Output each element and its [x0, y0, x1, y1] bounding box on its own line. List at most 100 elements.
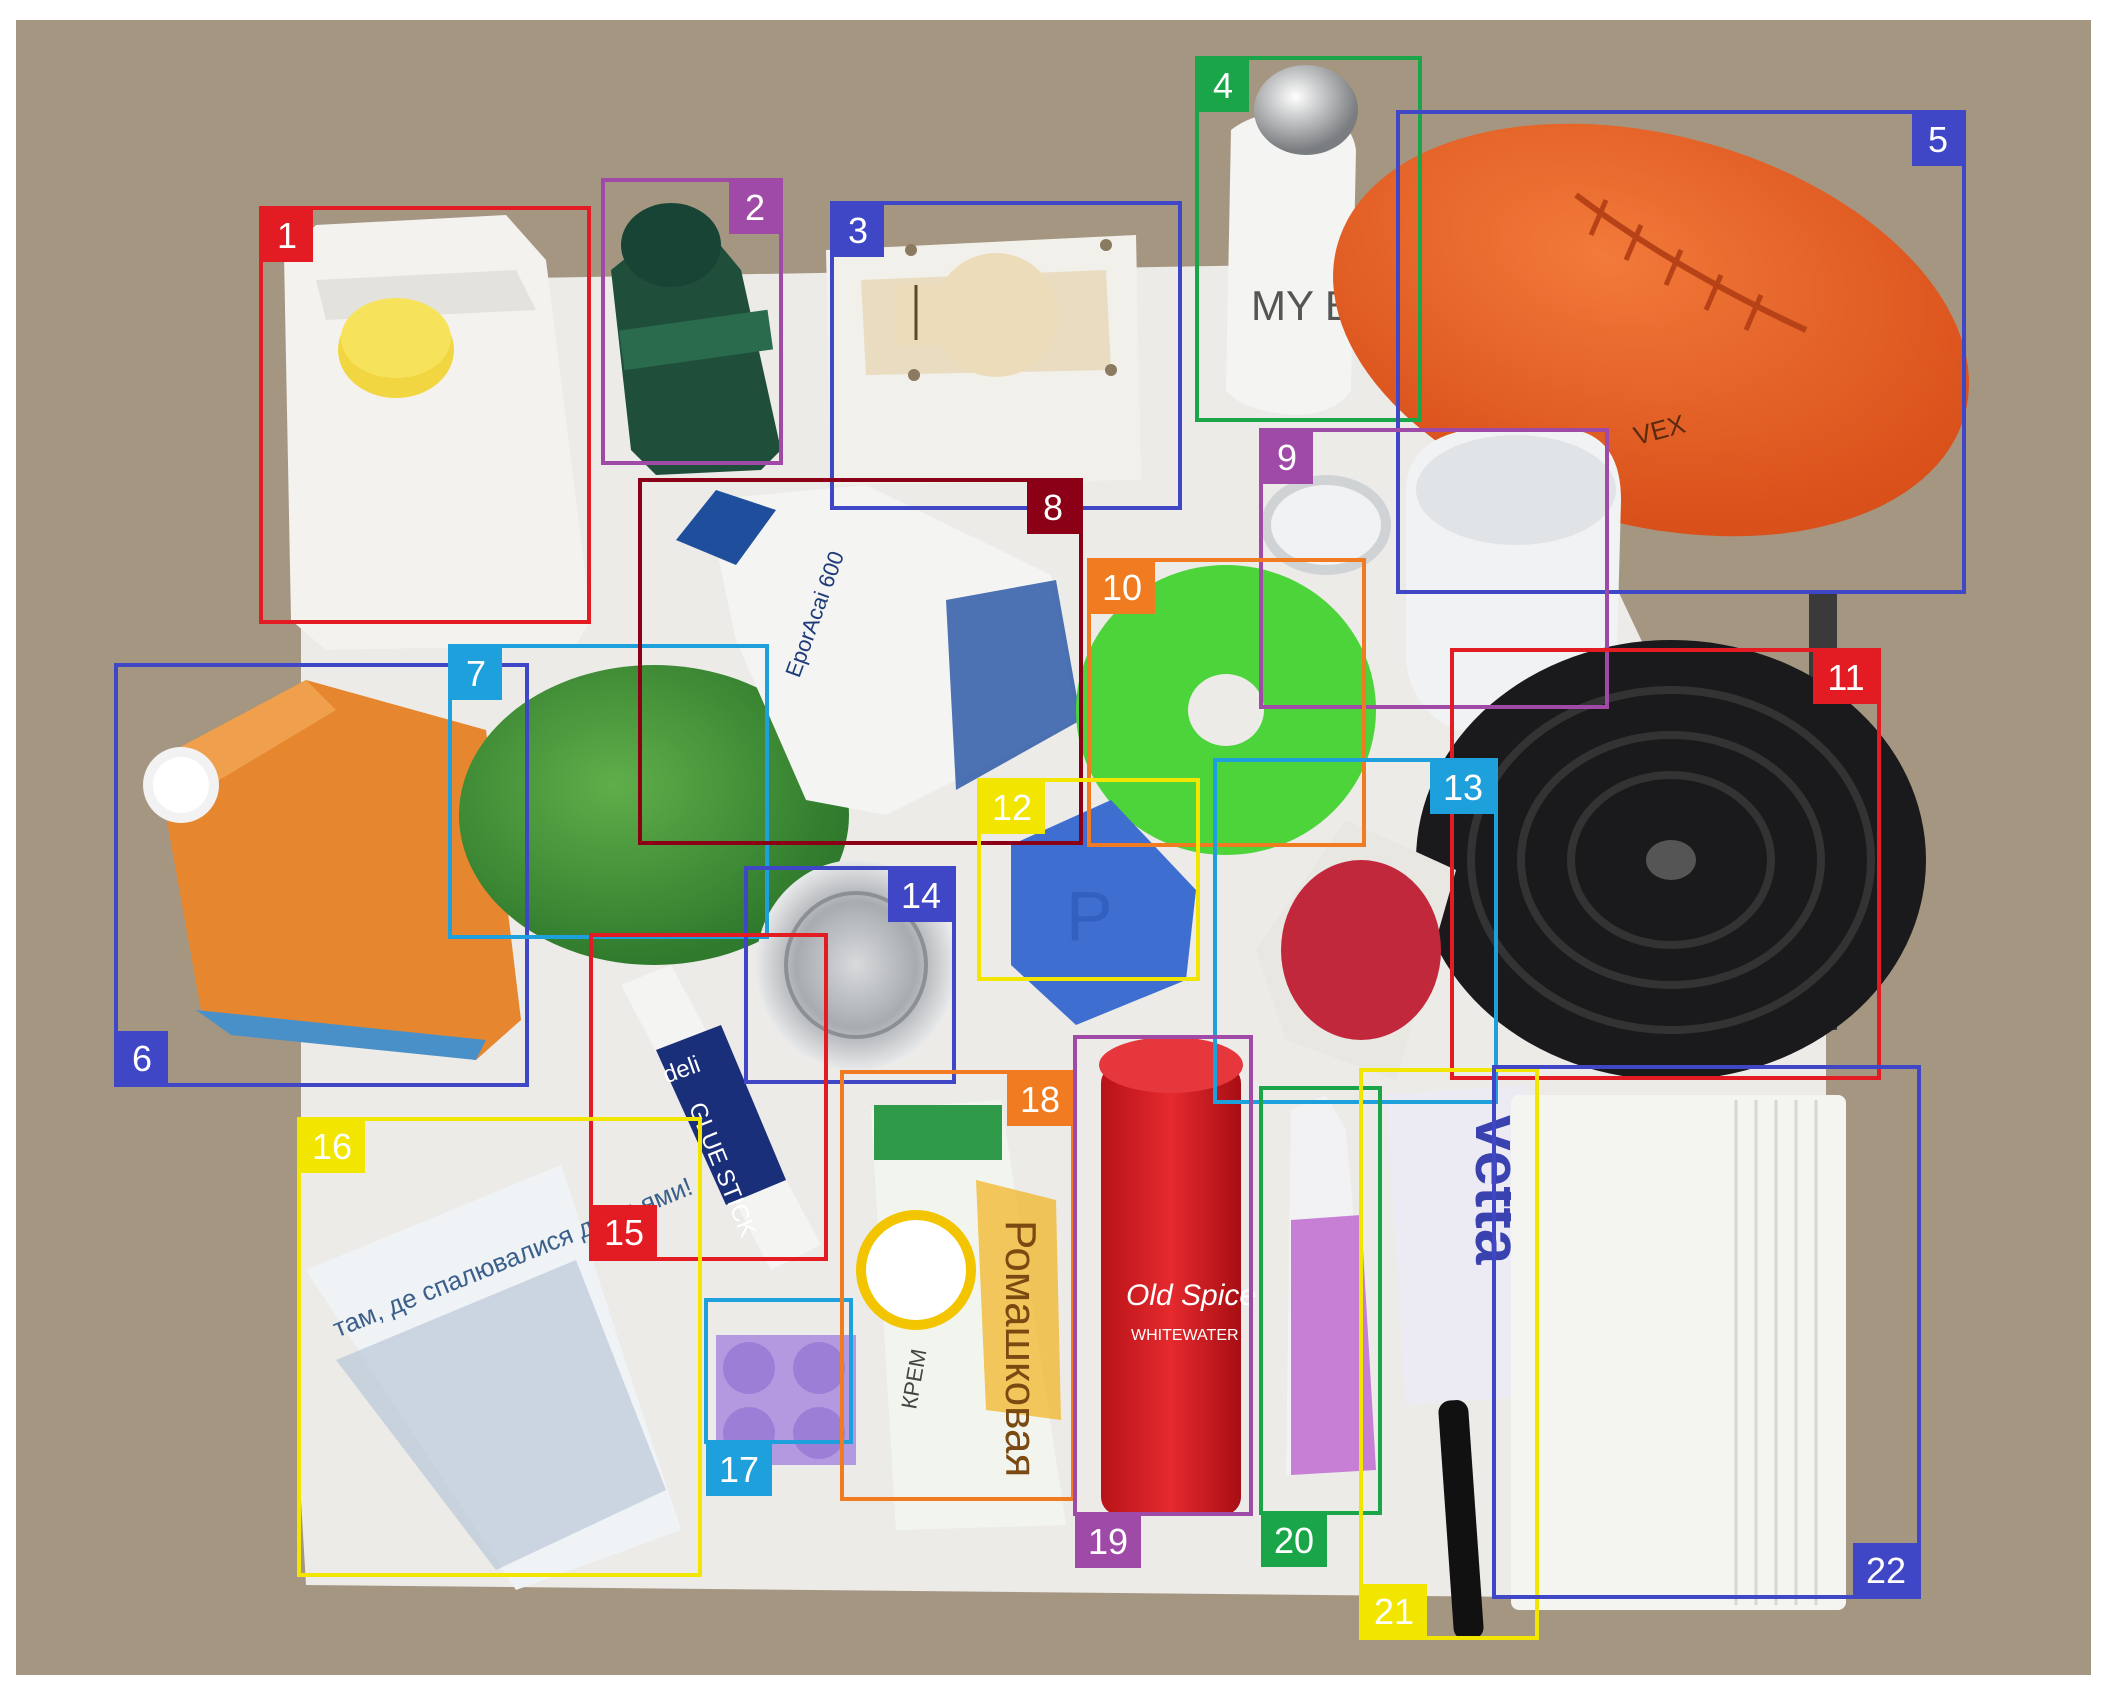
- bounding-box-8: 8: [638, 478, 1083, 845]
- green-ball: [459, 665, 849, 965]
- box-tag-19: [1075, 1514, 1141, 1568]
- bounding-box-1: 1: [259, 206, 591, 624]
- supplement-bottle: EporAcai 600: [676, 485, 1081, 815]
- box-tag-2: [729, 180, 781, 234]
- black-plate: [1416, 640, 1926, 1080]
- box-tag-5: [1912, 112, 1964, 166]
- box-outline-10: [1087, 558, 1366, 847]
- box-tag-15: [591, 1205, 657, 1259]
- box-label-13: 13: [1443, 767, 1483, 808]
- box-tag-21: [1361, 1584, 1427, 1638]
- box-outline-1: [259, 206, 591, 624]
- box-label-22: 22: [1866, 1550, 1906, 1591]
- bounding-box-3: 3: [830, 201, 1182, 510]
- juice-carton: [143, 680, 521, 1060]
- wire-spool: [1256, 820, 1456, 1080]
- cube-letter: P: [1066, 877, 1113, 955]
- box-tag-17: [706, 1442, 772, 1496]
- paper-cup: там, де спалювалися друзьями!: [306, 1165, 697, 1590]
- box-label-21: 21: [1374, 1591, 1414, 1632]
- box-outline-11: [1450, 648, 1881, 1080]
- cream-name: Ромашковая: [996, 1220, 1045, 1477]
- box-outline-6: [114, 663, 529, 1087]
- box-outline-4: [1195, 56, 1422, 422]
- blue-cube: P: [1011, 800, 1196, 1025]
- bounding-box-21: 21: [1359, 1068, 1539, 1640]
- bounding-box-15: 15: [589, 933, 828, 1261]
- box-outline-16: [297, 1117, 702, 1577]
- bounding-box-19: 19: [1073, 1035, 1253, 1568]
- bounding-box-4: 4: [1195, 56, 1422, 422]
- box-label-16: 16: [312, 1126, 352, 1167]
- toothpaste-tube: [1286, 1095, 1376, 1475]
- box-label-7: 7: [466, 653, 486, 694]
- green-bottle: [611, 203, 781, 475]
- box-outline-3: [830, 201, 1182, 510]
- box-label-19: 19: [1088, 1521, 1128, 1562]
- bounding-box-20: 20: [1259, 1086, 1382, 1567]
- card-holder: [1511, 1095, 1846, 1610]
- spray-can: Old Spice WHITEWATER: [1099, 1037, 1256, 1515]
- box-label-15: 15: [604, 1212, 644, 1253]
- plastic-jug: [284, 215, 591, 650]
- bounding-box-16: 16: [297, 1117, 702, 1577]
- box-outline-9: [1259, 428, 1609, 709]
- box-outline-22: [1492, 1065, 1921, 1599]
- bounding-box-14: 14: [744, 866, 956, 1084]
- box-label-9: 9: [1277, 437, 1297, 478]
- box-tag-20: [1261, 1513, 1327, 1567]
- bounding-box-10: 10: [1087, 558, 1366, 847]
- box-outline-14: [744, 866, 956, 1084]
- box-outline-19: [1073, 1035, 1253, 1516]
- box-outline-13: [1213, 758, 1498, 1104]
- box-tag-11: [1813, 650, 1879, 704]
- box-label-20: 20: [1274, 1520, 1314, 1561]
- box-tag-6: [116, 1031, 168, 1085]
- bounding-box-13: 13: [1213, 758, 1498, 1104]
- box-label-4: 4: [1213, 65, 1233, 106]
- box-tag-10: [1089, 560, 1155, 614]
- box-label-14: 14: [901, 875, 941, 916]
- box-label-11: 11: [1827, 657, 1864, 698]
- box-tag-4: [1197, 58, 1249, 112]
- photo-scene: MY BOTT VEX EporAcai 600: [16, 20, 2091, 1675]
- box-tag-7: [450, 646, 502, 700]
- spray-variant: WHITEWATER: [1131, 1327, 1239, 1344]
- box-label-17: 17: [719, 1449, 759, 1490]
- box-label-2: 2: [745, 187, 765, 228]
- box-outline-15: [589, 933, 828, 1261]
- scene-svg: MY BOTT VEX EporAcai 600: [16, 20, 2091, 1675]
- box-label-3: 3: [848, 210, 868, 251]
- bounding-box-6: 6: [114, 663, 529, 1087]
- box-label-1: 1: [277, 215, 297, 256]
- cream-tube: Ромашковая КРЕМ: [856, 1100, 1066, 1530]
- box-outline-8: [638, 478, 1083, 845]
- box-label-5: 5: [1928, 119, 1948, 160]
- box-outline-12: [977, 778, 1200, 981]
- wooden-block: [826, 235, 1141, 485]
- bounding-box-17: 17: [704, 1298, 853, 1496]
- bounding-box-9: 9: [1259, 428, 1609, 709]
- box-label-12: 12: [992, 787, 1032, 828]
- box-tag-14: [888, 868, 954, 922]
- box-tag-12: [979, 780, 1045, 834]
- bounding-box-12: 12: [977, 778, 1200, 981]
- white-mug: [1261, 430, 1621, 732]
- box-tag-8: [1027, 480, 1079, 534]
- green-ring-toy: [1076, 565, 1376, 855]
- box-tag-16: [299, 1119, 365, 1173]
- box-tag-13: [1430, 760, 1496, 814]
- box-tag-18: [1007, 1072, 1073, 1126]
- lint-roller: vetta: [1386, 1085, 1541, 1640]
- bounding-box-11: 11: [1450, 648, 1881, 1080]
- spray-brand: Old Spice: [1126, 1279, 1256, 1312]
- box-label-10: 10: [1102, 567, 1142, 608]
- box-label-18: 18: [1020, 1079, 1060, 1120]
- box-outline-5: [1396, 110, 1966, 594]
- box-tag-22: [1853, 1543, 1919, 1597]
- bounding-box-5: 5: [1396, 110, 1966, 594]
- box-label-6: 6: [132, 1038, 152, 1079]
- box-tag-9: [1261, 430, 1313, 484]
- box-tag-1: [261, 208, 313, 262]
